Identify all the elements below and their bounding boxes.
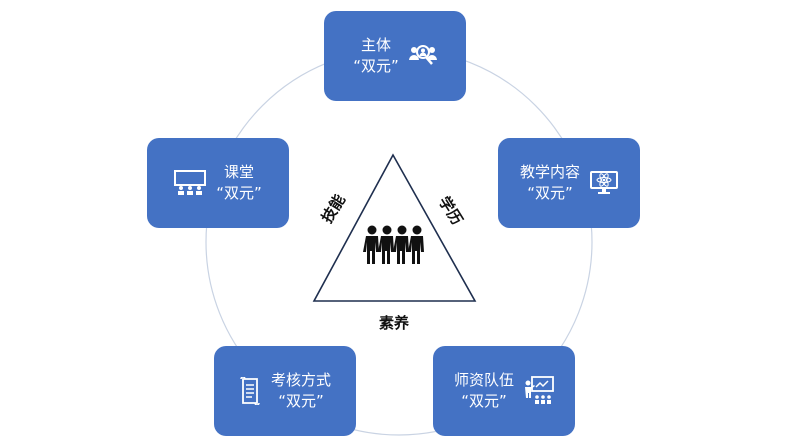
subject-text: 主体 “双元” — [353, 35, 399, 77]
classroom-box: 课堂 “双元” — [147, 138, 289, 228]
assessment-text: 考核方式 “双元” — [271, 370, 331, 412]
subject-title: 主体 — [360, 36, 391, 54]
subject-subtitle: “双元” — [353, 57, 399, 75]
triangle-bottom-label: 素养 — [379, 314, 410, 332]
assessment-box: 考核方式 “双元” — [214, 346, 356, 436]
classroom-stage-icon — [174, 170, 207, 196]
content-text: 教学内容 “双元” — [520, 162, 580, 204]
center-triangle — [312, 153, 477, 302]
classroom-subtitle: “双元” — [216, 184, 262, 202]
classroom-text: 课堂 “双元” — [216, 162, 262, 204]
teachers-box: 师资队伍 “双元” — [433, 346, 575, 436]
assessment-title: 考核方式 — [270, 371, 331, 389]
teacher-board-icon — [524, 376, 554, 406]
subject-box: 主体 “双元” — [324, 11, 466, 101]
four-people-icon — [363, 225, 424, 264]
teachers-title: 师资队伍 — [453, 371, 514, 389]
content-subtitle: “双元” — [527, 184, 573, 202]
scroll-document-icon — [239, 377, 261, 405]
assessment-subtitle: “双元” — [278, 392, 324, 410]
content-box: 教学内容 “双元” — [498, 138, 640, 228]
teachers-subtitle: “双元” — [461, 392, 507, 410]
people-search-icon — [408, 43, 437, 69]
monitor-atom-icon — [590, 171, 618, 195]
teachers-text: 师资队伍 “双元” — [454, 370, 514, 412]
classroom-title: 课堂 — [223, 163, 254, 181]
content-title: 教学内容 — [519, 163, 580, 181]
